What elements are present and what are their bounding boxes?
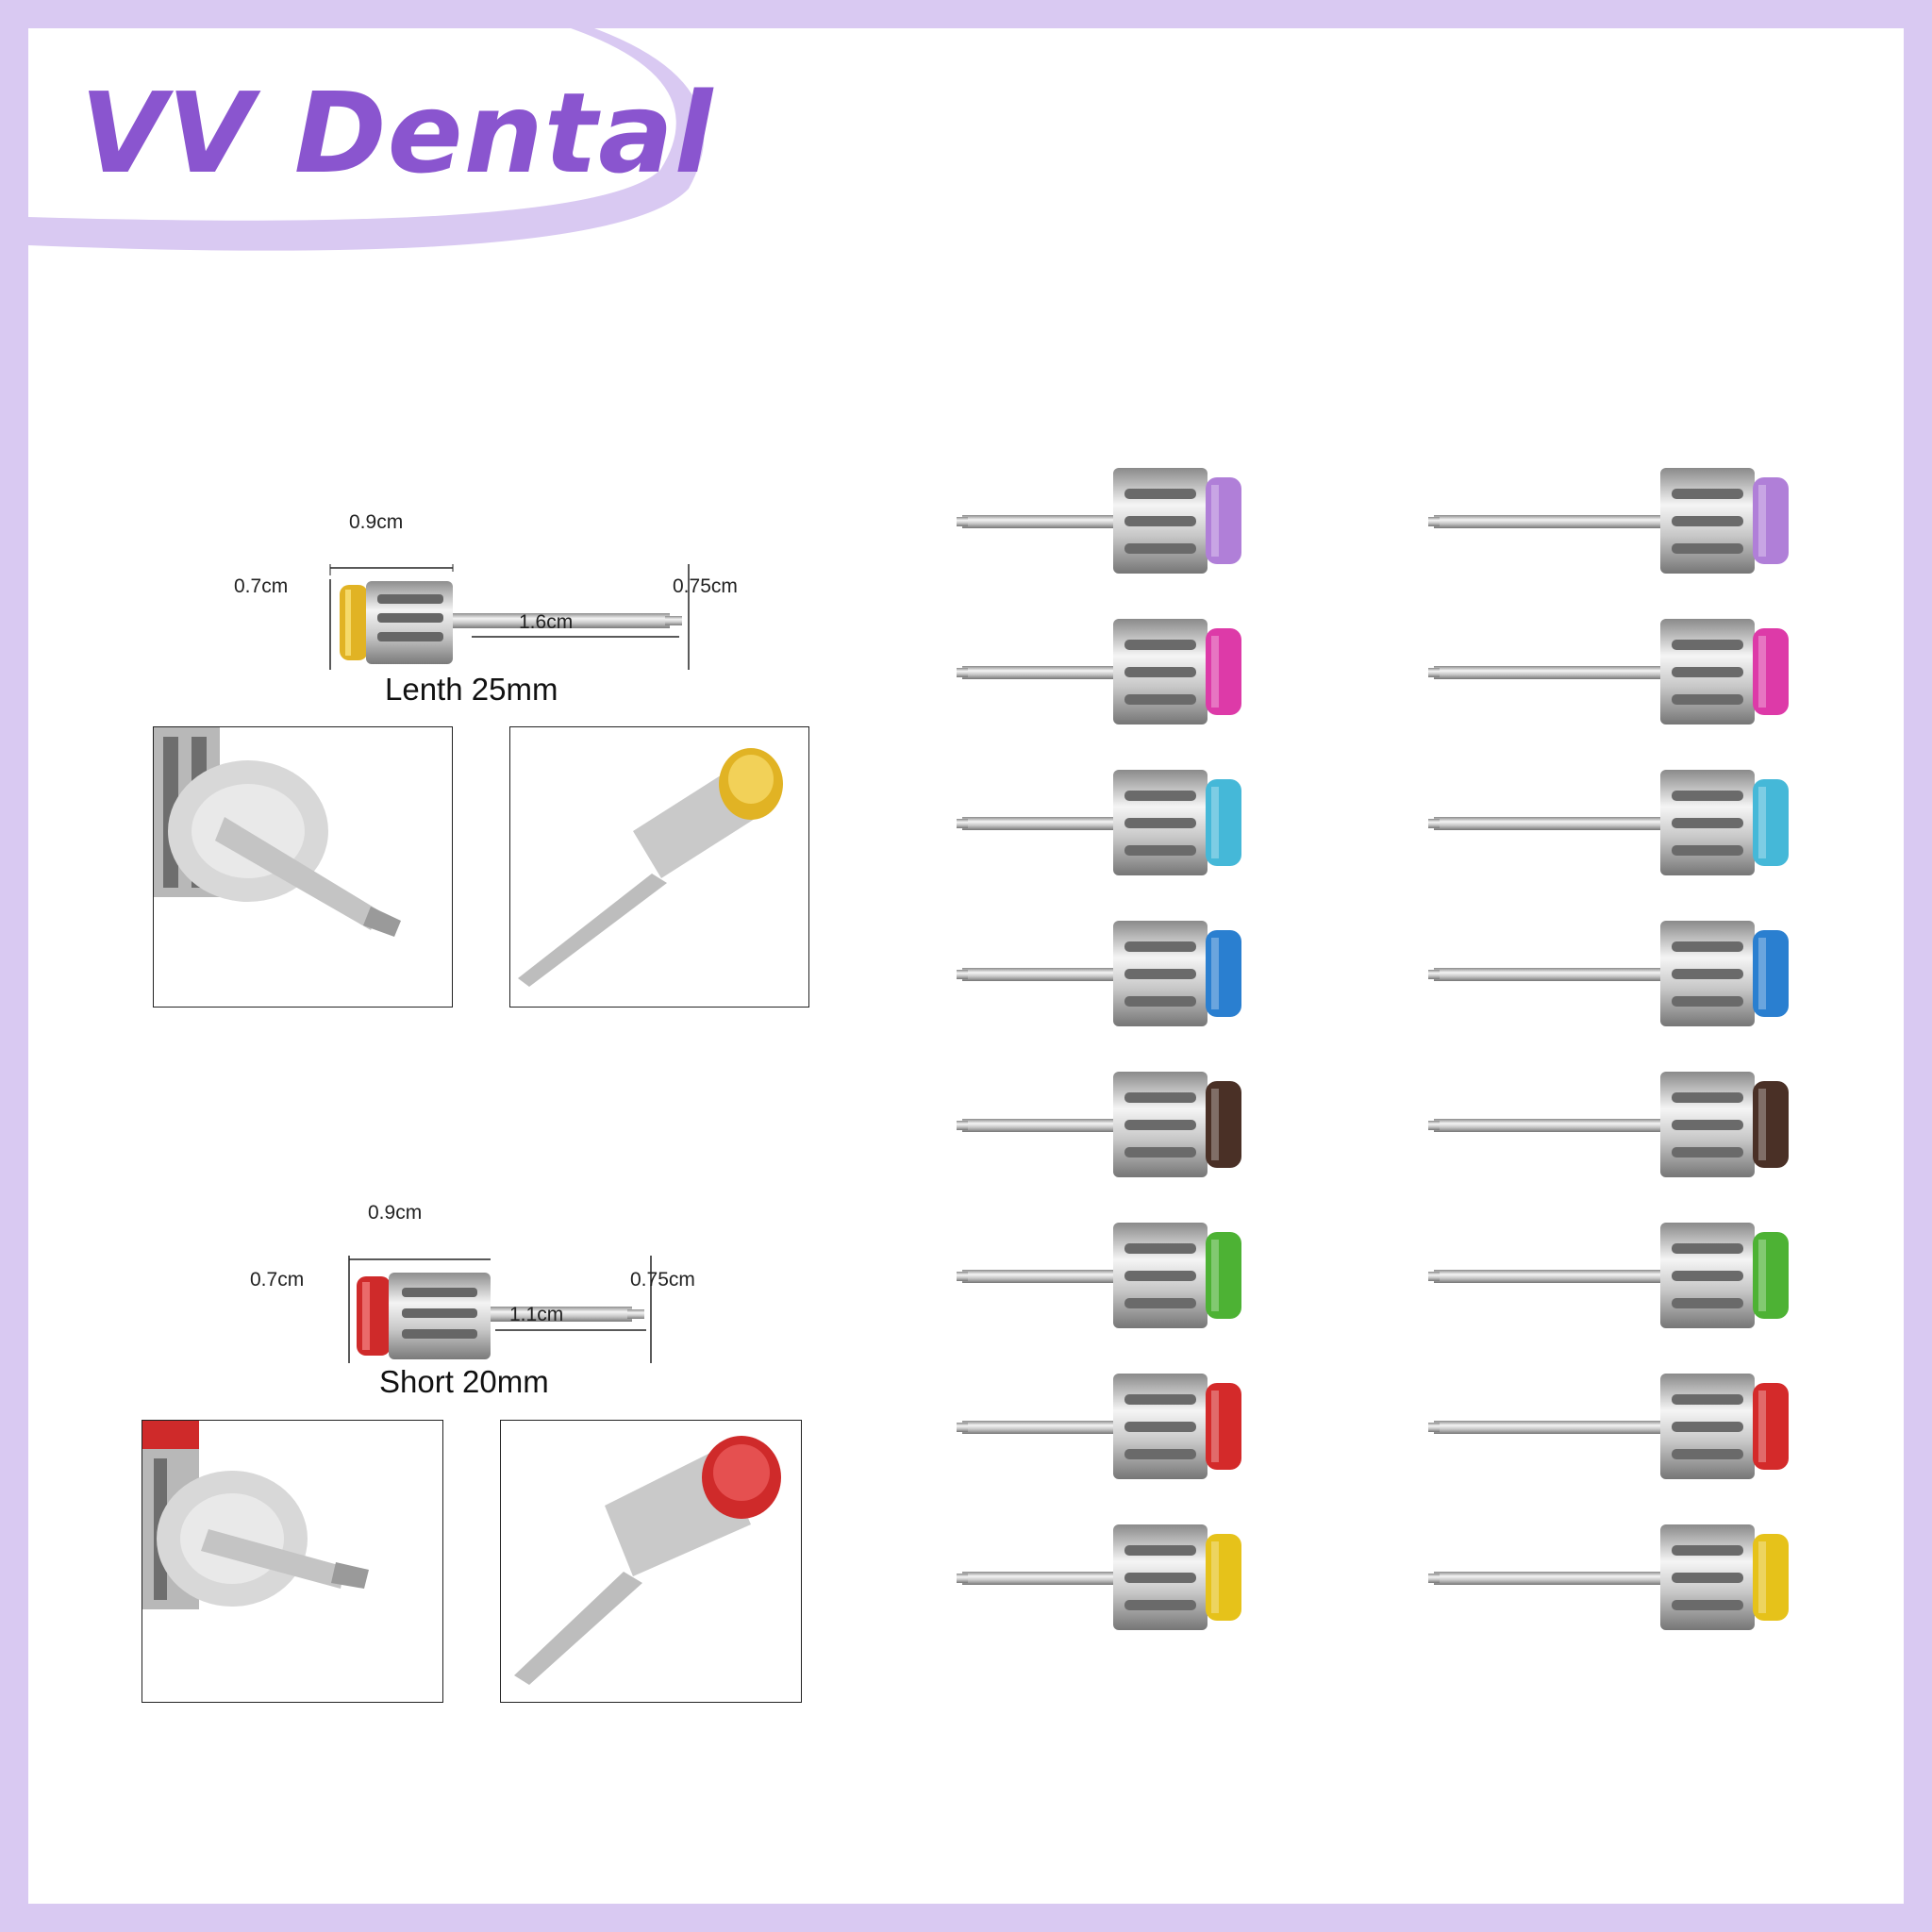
short-tip-closeup-photo xyxy=(142,1420,443,1703)
brand-banner xyxy=(28,28,705,251)
driver-set-grid xyxy=(957,468,1789,1630)
driver-long-3 xyxy=(1428,770,1789,875)
brand-logo-text: VV Dental xyxy=(80,68,714,198)
driver-short-6 xyxy=(957,1223,1241,1328)
driver-long-2 xyxy=(1428,619,1789,724)
long-total-height-label: 0.75cm xyxy=(673,575,738,597)
long-angled-view-photo xyxy=(509,726,809,1008)
driver-long-4 xyxy=(1428,921,1789,1026)
short-total-height-label: 0.75cm xyxy=(630,1269,695,1291)
driver-long-7 xyxy=(1428,1374,1789,1479)
short-angled-view-photo xyxy=(500,1420,802,1703)
product-panel: VV Dental 0.9cm 0.7cm 1.6cm 0.75cm Lenth… xyxy=(28,28,1904,1904)
driver-long-6 xyxy=(1428,1223,1789,1328)
long-driver-diagram xyxy=(329,564,690,670)
short-head-width-label: 0.9cm xyxy=(368,1202,423,1224)
driver-long-5 xyxy=(1428,1072,1789,1177)
short-driver-caption: Short 20mm xyxy=(379,1364,549,1399)
long-head-height-label: 0.7cm xyxy=(234,575,289,597)
driver-long-1 xyxy=(1428,468,1789,574)
short-driver-diagram xyxy=(348,1256,652,1363)
driver-short-2 xyxy=(957,619,1241,724)
driver-short-4 xyxy=(957,921,1241,1026)
driver-short-3 xyxy=(957,770,1241,875)
long-shaft-length-label: 1.6cm xyxy=(519,611,574,633)
long-head-width-label: 0.9cm xyxy=(349,511,404,533)
short-head-height-label: 0.7cm xyxy=(250,1269,305,1291)
driver-short-8 xyxy=(957,1524,1241,1630)
driver-short-7 xyxy=(957,1374,1241,1479)
driver-short-1 xyxy=(957,468,1241,574)
short-shaft-length-label: 1.1cm xyxy=(509,1304,564,1325)
long-driver-caption: Lenth 25mm xyxy=(385,672,558,707)
long-tip-closeup-photo xyxy=(153,726,453,1008)
driver-short-5 xyxy=(957,1072,1241,1177)
driver-long-8 xyxy=(1428,1524,1789,1630)
